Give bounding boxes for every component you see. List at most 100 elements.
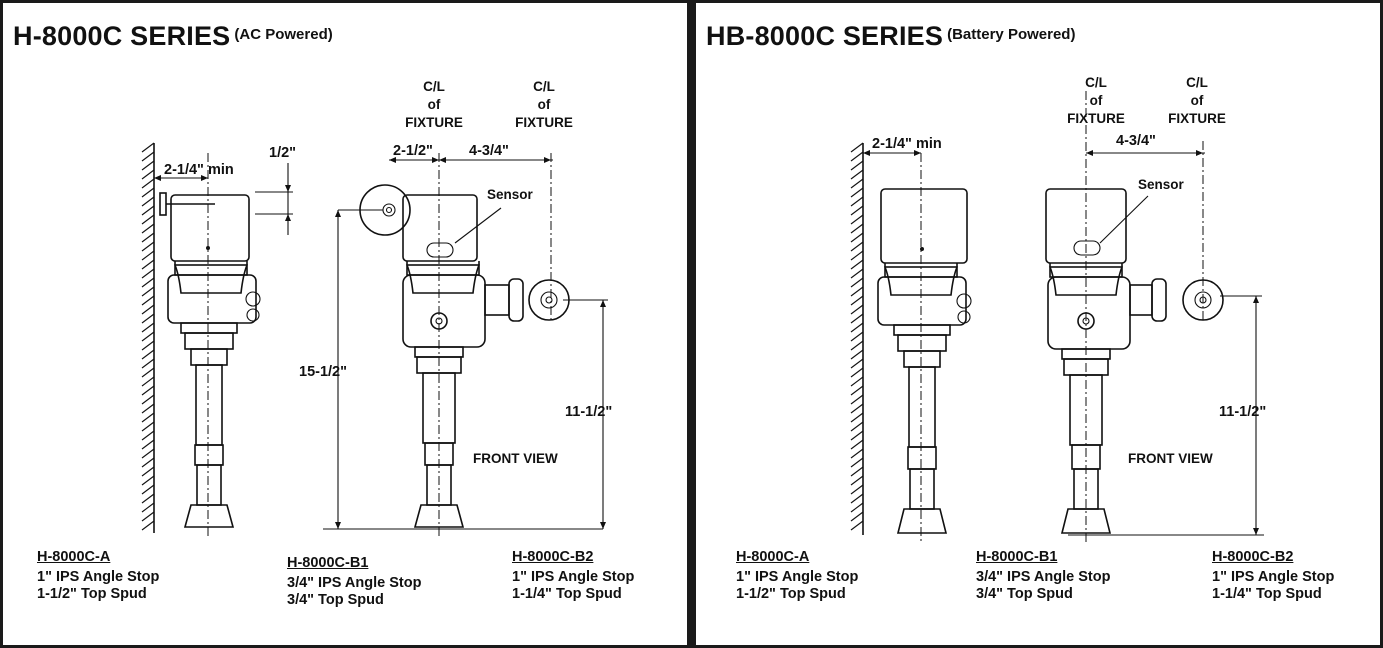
wall-hatch-line xyxy=(850,223,864,234)
wall-hatch-line xyxy=(850,169,864,180)
battery-flushometer-drawing: 2-1/4" min xyxy=(850,75,1266,543)
wall-hatch-line xyxy=(141,178,155,189)
wall-hatch-line xyxy=(850,241,864,252)
wall-hatch-line xyxy=(141,187,155,198)
wall-hatch-line xyxy=(141,295,155,306)
height-a-dim: 15-1/2" xyxy=(299,364,347,380)
wall-hatch-line xyxy=(850,511,864,522)
wall-hatch-line xyxy=(850,214,864,225)
model-line1: 1" IPS Angle Stop xyxy=(736,569,859,585)
wall-hatch-line xyxy=(850,331,864,342)
wall-min-dim: 2-1/4" min xyxy=(872,136,942,152)
wall-hatch-line xyxy=(141,466,155,477)
wall-hatch-line xyxy=(141,457,155,468)
cl-label-1-line1: C/L xyxy=(1085,75,1107,90)
wall-hatch-line xyxy=(850,277,864,288)
wall-hatch-line xyxy=(141,169,155,180)
front-view-label: FRONT VIEW xyxy=(1128,451,1213,466)
front-view-label: FRONT VIEW xyxy=(473,451,558,466)
series-title: HB-8000C SERIES xyxy=(706,21,944,51)
panel-divider xyxy=(689,0,695,648)
wall-hatch-line xyxy=(141,421,155,432)
spacing-dim: 4-3/4" xyxy=(469,143,509,159)
cl-label-1-line1: C/L xyxy=(423,79,445,94)
cl-label-2-line2: of xyxy=(538,97,551,112)
panel-title: HB-8000C SERIES(Battery Powered) xyxy=(706,21,1075,52)
wall-hatch-line xyxy=(850,502,864,513)
front-view-valve xyxy=(1045,91,1264,543)
ac-flushometer-drawing: 2-1/4" min 1/2" xyxy=(141,79,612,538)
wall-hatch-line xyxy=(850,304,864,315)
wall-hatch-line xyxy=(141,250,155,261)
wall-hatch-line xyxy=(850,250,864,261)
sensor-label: Sensor xyxy=(487,187,534,202)
model-name: H-8000C-B2 xyxy=(1212,549,1294,565)
wall-hatch-line xyxy=(141,520,155,531)
half-inch-dim: 1/2" xyxy=(269,145,296,161)
wall-hatch-line xyxy=(141,385,155,396)
wall-hatch-line xyxy=(141,475,155,486)
model-name: H-8000C-A xyxy=(37,549,111,565)
wall-hatch-line xyxy=(141,241,155,252)
cl-label-1-line3: FIXTURE xyxy=(1067,111,1125,126)
wall-hatch-line xyxy=(141,196,155,207)
height-b-dim: 11-1/2" xyxy=(565,404,612,420)
wall-hatch-line xyxy=(850,421,864,432)
height-b-dim: 11-1/2" xyxy=(1219,404,1266,420)
wall-hatch-line xyxy=(850,232,864,243)
wall-min-dim: 2-1/4" min xyxy=(164,162,234,178)
model-b1: H-8000C-B1 3/4" IPS Angle Stop 3/4" Top … xyxy=(287,555,421,609)
wall-hatch-line xyxy=(850,466,864,477)
model-line1: 1" IPS Angle Stop xyxy=(512,569,635,585)
cl-label-1-line2: of xyxy=(1090,93,1103,108)
wall-hatch-line xyxy=(850,457,864,468)
wall-hatch-line xyxy=(850,259,864,270)
wall-hatch-line xyxy=(850,412,864,423)
wall-hatch-line xyxy=(850,196,864,207)
model-name: H-8000C-B1 xyxy=(976,549,1058,565)
cl-label-2-line1: C/L xyxy=(533,79,555,94)
model-line2: 1-1/2" Top Spud xyxy=(37,586,147,602)
wall-hatch-line xyxy=(850,367,864,378)
wall-hatch-line xyxy=(141,367,155,378)
wall-hatch-line xyxy=(141,502,155,513)
wall-hatch-line xyxy=(141,142,155,153)
model-a: H-8000C-A 1" IPS Angle Stop 1-1/2" Top S… xyxy=(736,549,858,603)
wall-hatch-line xyxy=(141,394,155,405)
battery-powered-panel: HB-8000C SERIES(Battery Powered) xyxy=(693,0,1383,648)
model-b1: H-8000C-B1 3/4" IPS Angle Stop 3/4" Top … xyxy=(976,549,1110,603)
side-view-valve xyxy=(154,153,293,538)
wall-hatch-line xyxy=(141,304,155,315)
model-line2: 3/4" Top Spud xyxy=(976,586,1073,602)
wall-hatch-line xyxy=(850,385,864,396)
side-view-valve xyxy=(863,150,972,543)
wall-hatch-line xyxy=(141,484,155,495)
model-line2: 1-1/2" Top Spud xyxy=(736,586,846,602)
wall-hatch-line xyxy=(141,376,155,387)
model-line2: 3/4" Top Spud xyxy=(287,592,384,608)
wall-hatch-line xyxy=(141,205,155,216)
model-name: H-8000C-B1 xyxy=(287,555,369,571)
cl-label-1-line3: FIXTURE xyxy=(405,115,463,130)
cl-label-2-line3: FIXTURE xyxy=(1168,111,1226,126)
wall-hatch-line xyxy=(850,160,864,171)
model-b2: H-8000C-B2 1" IPS Angle Stop 1-1/4" Top … xyxy=(1212,549,1334,603)
ac-powered-panel: H-8000C SERIES(AC Powered) xyxy=(0,0,690,648)
series-title: H-8000C SERIES xyxy=(13,21,231,51)
wall-hatch-line xyxy=(141,331,155,342)
wall-hatch-line xyxy=(141,151,155,162)
wall-hatch-line xyxy=(141,403,155,414)
wall-hatch-line xyxy=(141,493,155,504)
wall-hatch-line xyxy=(141,223,155,234)
series-subtitle: (AC Powered) xyxy=(234,26,333,43)
wall-hatch-line xyxy=(850,475,864,486)
wall-hatch-line xyxy=(141,232,155,243)
wall-hatch-line xyxy=(141,448,155,459)
wall-hatch-line xyxy=(850,286,864,297)
spacing-dim: 4-3/4" xyxy=(1116,133,1156,149)
cl-label-2-line2: of xyxy=(1191,93,1204,108)
wall-hatch-line xyxy=(850,376,864,387)
wall-hatch-line xyxy=(850,178,864,189)
wall-hatch-line xyxy=(850,484,864,495)
